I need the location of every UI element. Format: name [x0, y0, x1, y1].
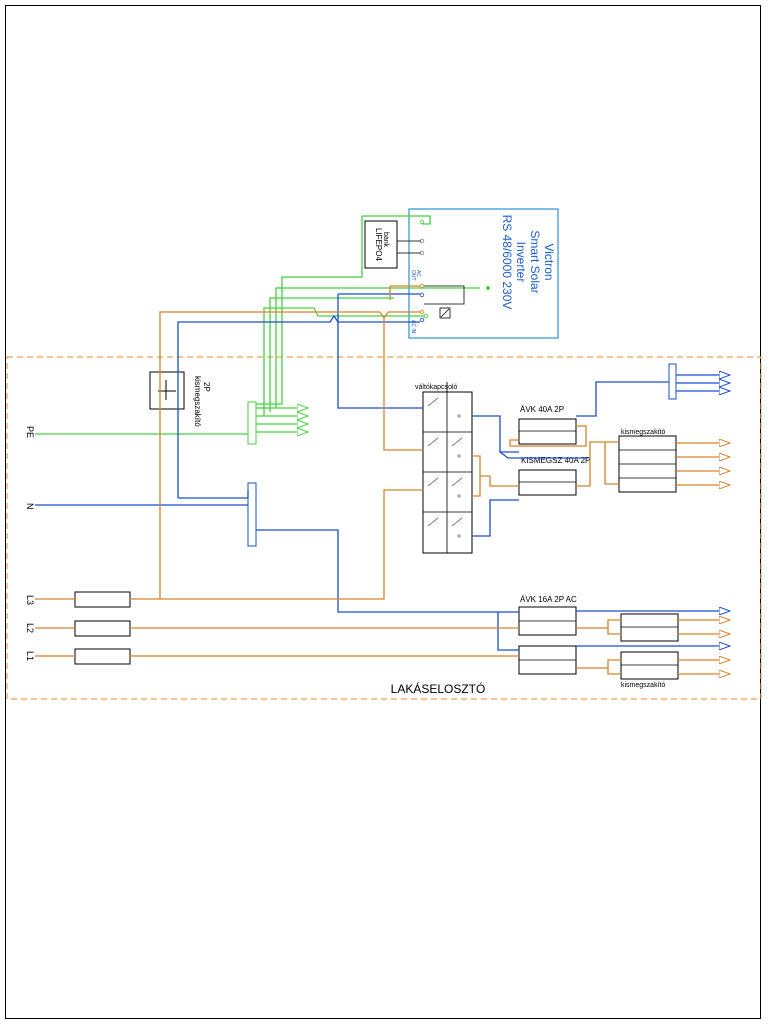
- svg-text:AC: AC: [415, 270, 421, 277]
- rcd-top-label: ÁVK 40A 2P: [520, 405, 564, 414]
- inverter-title: Victron Smart Solar Inverter RS 48/6000 …: [500, 215, 556, 310]
- fuses: [74, 591, 131, 665]
- panel-border: [6, 356, 762, 700]
- breakers-top: [618, 435, 677, 493]
- svg-text:2P: 2P: [202, 382, 211, 392]
- svg-text:Victron: Victron: [542, 243, 556, 280]
- transfer-switch: [422, 391, 473, 554]
- l3-label: L3: [25, 595, 35, 605]
- panel-label: LAKÁSELOSZTÓ: [391, 681, 486, 696]
- transfer-switch-label: váltókapcsoló: [415, 384, 458, 391]
- rcd-bottom-label: ÁVK 16A 2P AC: [520, 595, 577, 604]
- inverter-terminals: [419, 219, 429, 323]
- l2-label: L2: [25, 623, 35, 633]
- breakers-bottom-label: kismegszakító: [621, 682, 665, 689]
- main-breaker-label: 2P kismegszakító: [193, 376, 211, 427]
- mcb-top: [518, 469, 577, 496]
- svg-text:Smart Solar: Smart Solar: [528, 230, 542, 293]
- main-breaker: [149, 371, 185, 410]
- svg-text:LIFEPO4: LIFEPO4: [374, 228, 383, 261]
- n-label: N: [25, 503, 35, 510]
- neutral-wires: [35, 293, 730, 651]
- battery-label: LIFEPO4 bank: [374, 228, 389, 261]
- ac-out-label: AC OUT: [410, 270, 421, 281]
- phase-wires: [35, 285, 730, 674]
- terminal-labels: PE N L3 L2 L1: [25, 426, 35, 661]
- pe-label: PE: [25, 426, 35, 438]
- page-frame: [5, 5, 761, 1019]
- svg-text:OUT: OUT: [410, 270, 416, 281]
- l1-label: L1: [25, 651, 35, 661]
- svg-text:RS 48/6000 230V: RS 48/6000 230V: [500, 215, 514, 310]
- svg-text:AC IN: AC IN: [410, 320, 416, 334]
- n-bus: [247, 482, 257, 547]
- svg-text:Inverter: Inverter: [514, 242, 528, 283]
- inverter-box: [408, 208, 559, 339]
- mcb-top-label: KISMEGSZ 40A 2P: [521, 456, 590, 465]
- earth-wires: [35, 215, 491, 434]
- breakers-bottom: [620, 613, 679, 680]
- pe-bus: [247, 401, 257, 445]
- svg-text:kismegszakító: kismegszakító: [193, 376, 202, 427]
- breakers-top-label: kismegszakító: [621, 429, 665, 436]
- inverter-relay: [424, 285, 465, 319]
- svg-text:bank: bank: [382, 232, 389, 248]
- rcd-top: [518, 418, 577, 445]
- battery-box: [364, 220, 398, 269]
- output-n-bus: [668, 363, 677, 400]
- ac-in-label: AC IN: [410, 320, 416, 334]
